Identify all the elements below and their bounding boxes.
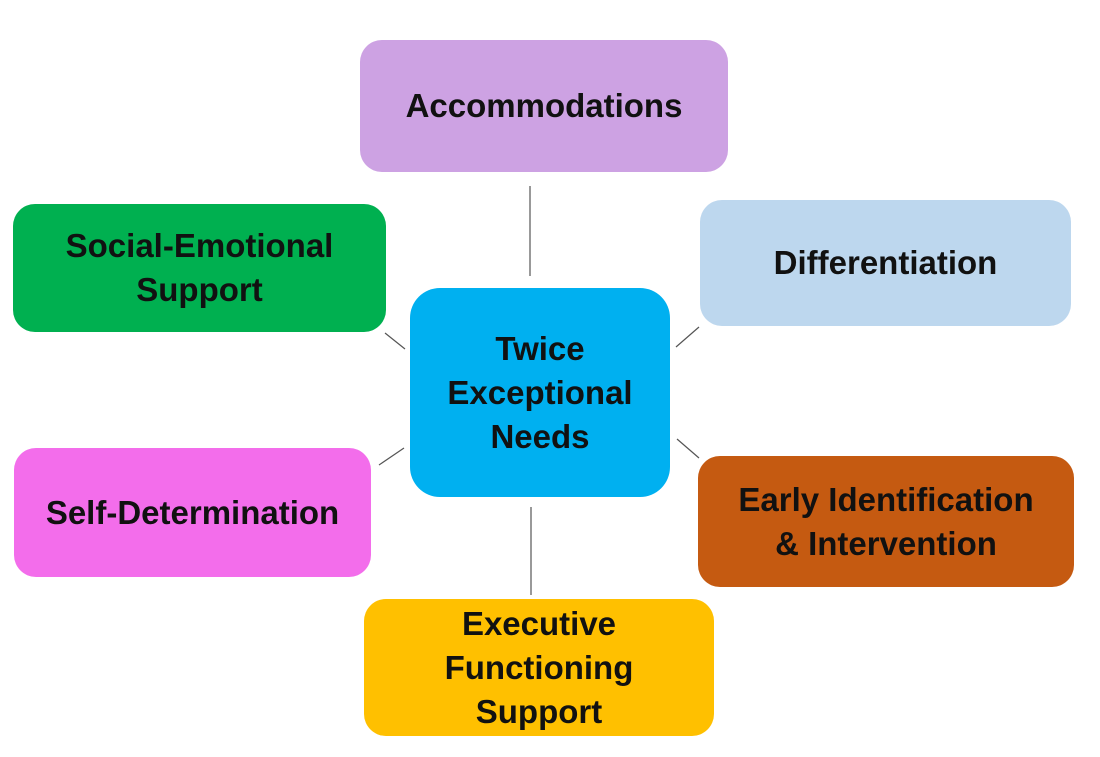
node-executive-functioning: Executive Functioning Support (364, 599, 714, 736)
node-differentiation-label: Differentiation (773, 244, 998, 281)
node-self-determination-label: Self-Determination (45, 493, 340, 531)
node-social-emotional-label: Social-Emotional Support (65, 227, 334, 308)
node-executive-functioning-label: Executive Functioning Support (444, 604, 634, 730)
center-node-label: Twice Exceptional Needs (447, 329, 633, 455)
node-accommodations: Accommodations (360, 40, 728, 172)
connector-social (384, 332, 406, 350)
node-differentiation: Differentiation (700, 200, 1071, 326)
node-accommodations-label: Accommodations (405, 87, 683, 124)
connector-differentiation (675, 326, 700, 348)
connector-self (378, 447, 405, 466)
node-early-identification-label: Early Identification & Intervention (738, 480, 1034, 562)
node-self-determination: Self-Determination (14, 448, 371, 577)
node-social-emotional: Social-Emotional Support (13, 204, 386, 332)
center-node: Twice Exceptional Needs (410, 288, 670, 497)
node-early-identification: Early Identification & Intervention (698, 456, 1074, 587)
connector-early (676, 438, 700, 459)
